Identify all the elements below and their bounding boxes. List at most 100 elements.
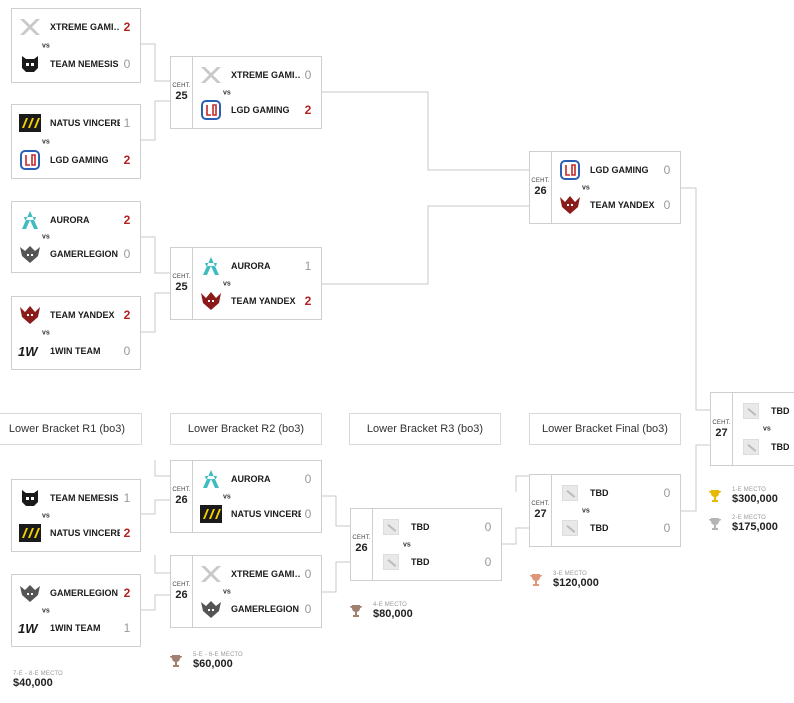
gold-trophy-icon <box>709 490 721 502</box>
team-name[interactable]: NATUS VINCERE <box>231 509 301 519</box>
team-row[interactable]: XTREME GAMI…2 <box>12 15 140 39</box>
match-month: СЕНТ. <box>352 535 371 541</box>
team-name[interactable]: TBD <box>771 406 789 416</box>
team-row[interactable]: TEAM YANDEX 2 <box>193 289 321 313</box>
prize-label: 2-Е МЕСТО <box>732 515 767 521</box>
team-name[interactable]: LGD GAMING <box>231 105 290 115</box>
team-score: 2 <box>304 294 312 308</box>
team-row[interactable]: 1W 1WIN TEAM 0 <box>12 339 140 363</box>
lgd-gaming-logo-icon <box>199 99 223 121</box>
team-name[interactable]: TEAM NEMESIS <box>50 59 119 69</box>
team-score: 0 <box>304 567 312 581</box>
prize-second-place: 2-Е МЕСТО$175,000 <box>708 515 778 533</box>
team-name[interactable]: NATUS VINCERE <box>50 528 120 538</box>
team-name[interactable]: LGD GAMING <box>50 155 109 165</box>
team-score: 0 <box>123 57 131 71</box>
team-name[interactable]: GAMERLEGION <box>50 588 119 598</box>
match-date: СЕНТ.26 <box>171 461 193 532</box>
team-yandex-logo-icon <box>199 290 223 312</box>
prize-amount: $60,000 <box>193 658 233 670</box>
round-header-lower-r3: Lower Bracket R3 (bo3) <box>349 413 501 445</box>
team-yandex-logo-icon <box>18 304 42 326</box>
team-name[interactable]: XTREME GAMI… <box>231 569 301 579</box>
vs-label: vs <box>223 89 231 96</box>
team-score: 2 <box>123 213 131 227</box>
tbd-logo-icon <box>739 436 763 458</box>
team-row[interactable]: AURORA 2 <box>12 208 140 232</box>
team-name[interactable]: TBD <box>590 488 609 498</box>
prize-fourth-place: 4-Е МЕСТО$80,000 <box>349 602 413 620</box>
team-name[interactable]: AURORA <box>231 261 271 271</box>
team-name[interactable]: TEAM YANDEX <box>50 310 115 320</box>
team-name[interactable]: AURORA <box>50 215 90 225</box>
team-score: 1 <box>304 259 312 273</box>
team-row[interactable]: TEAM NEMESIS 0 <box>12 52 140 76</box>
team-name[interactable]: TBD <box>590 523 609 533</box>
team-row[interactable]: XTREME GAMI…0 <box>193 63 321 87</box>
team-name[interactable]: NATUS VINCERE <box>50 118 120 128</box>
team-name[interactable]: 1WIN TEAM <box>50 346 101 356</box>
team-name[interactable]: TBD <box>411 557 430 567</box>
match-date: СЕНТ.25 <box>171 248 193 319</box>
team-row[interactable]: TBD <box>733 435 794 459</box>
match-day: 26 <box>175 589 188 601</box>
team-name[interactable]: GAMERLEGION <box>50 249 119 259</box>
team-name[interactable]: TBD <box>411 522 430 532</box>
gamerlegion-logo-icon <box>18 582 42 604</box>
team-name[interactable]: GAMERLEGION <box>231 604 300 614</box>
team-row[interactable]: TEAM YANDEX 2 <box>12 303 140 327</box>
team-name[interactable]: TEAM YANDEX <box>590 200 655 210</box>
team-name[interactable]: AURORA <box>231 474 271 484</box>
team-score: 0 <box>123 344 131 358</box>
team-name[interactable]: XTREME GAMI… <box>50 22 120 32</box>
team-row[interactable]: XTREME GAMI…0 <box>193 562 321 586</box>
team-name[interactable]: XTREME GAMI… <box>231 70 301 80</box>
team-name[interactable]: TBD <box>771 442 789 452</box>
team-nemesis-logo-icon <box>18 487 42 509</box>
team-score: 2 <box>123 308 131 322</box>
team-row[interactable]: AURORA 1 <box>193 254 321 278</box>
team-name[interactable]: TEAM YANDEX <box>231 296 296 306</box>
match-day: 26 <box>175 494 188 506</box>
vs-label: vs <box>403 541 411 548</box>
prize-first-place: 1-Е МЕСТО$300,000 <box>708 487 778 505</box>
team-name[interactable]: LGD GAMING <box>590 165 649 175</box>
svg-text:1W: 1W <box>18 344 39 358</box>
prize-label: 4-Е МЕСТО <box>373 602 408 608</box>
tbd-logo-icon <box>558 517 582 539</box>
team-name[interactable]: 1WIN TEAM <box>50 623 101 633</box>
team-name[interactable]: TEAM NEMESIS <box>50 493 119 503</box>
team-row[interactable]: TBD <box>733 399 794 423</box>
